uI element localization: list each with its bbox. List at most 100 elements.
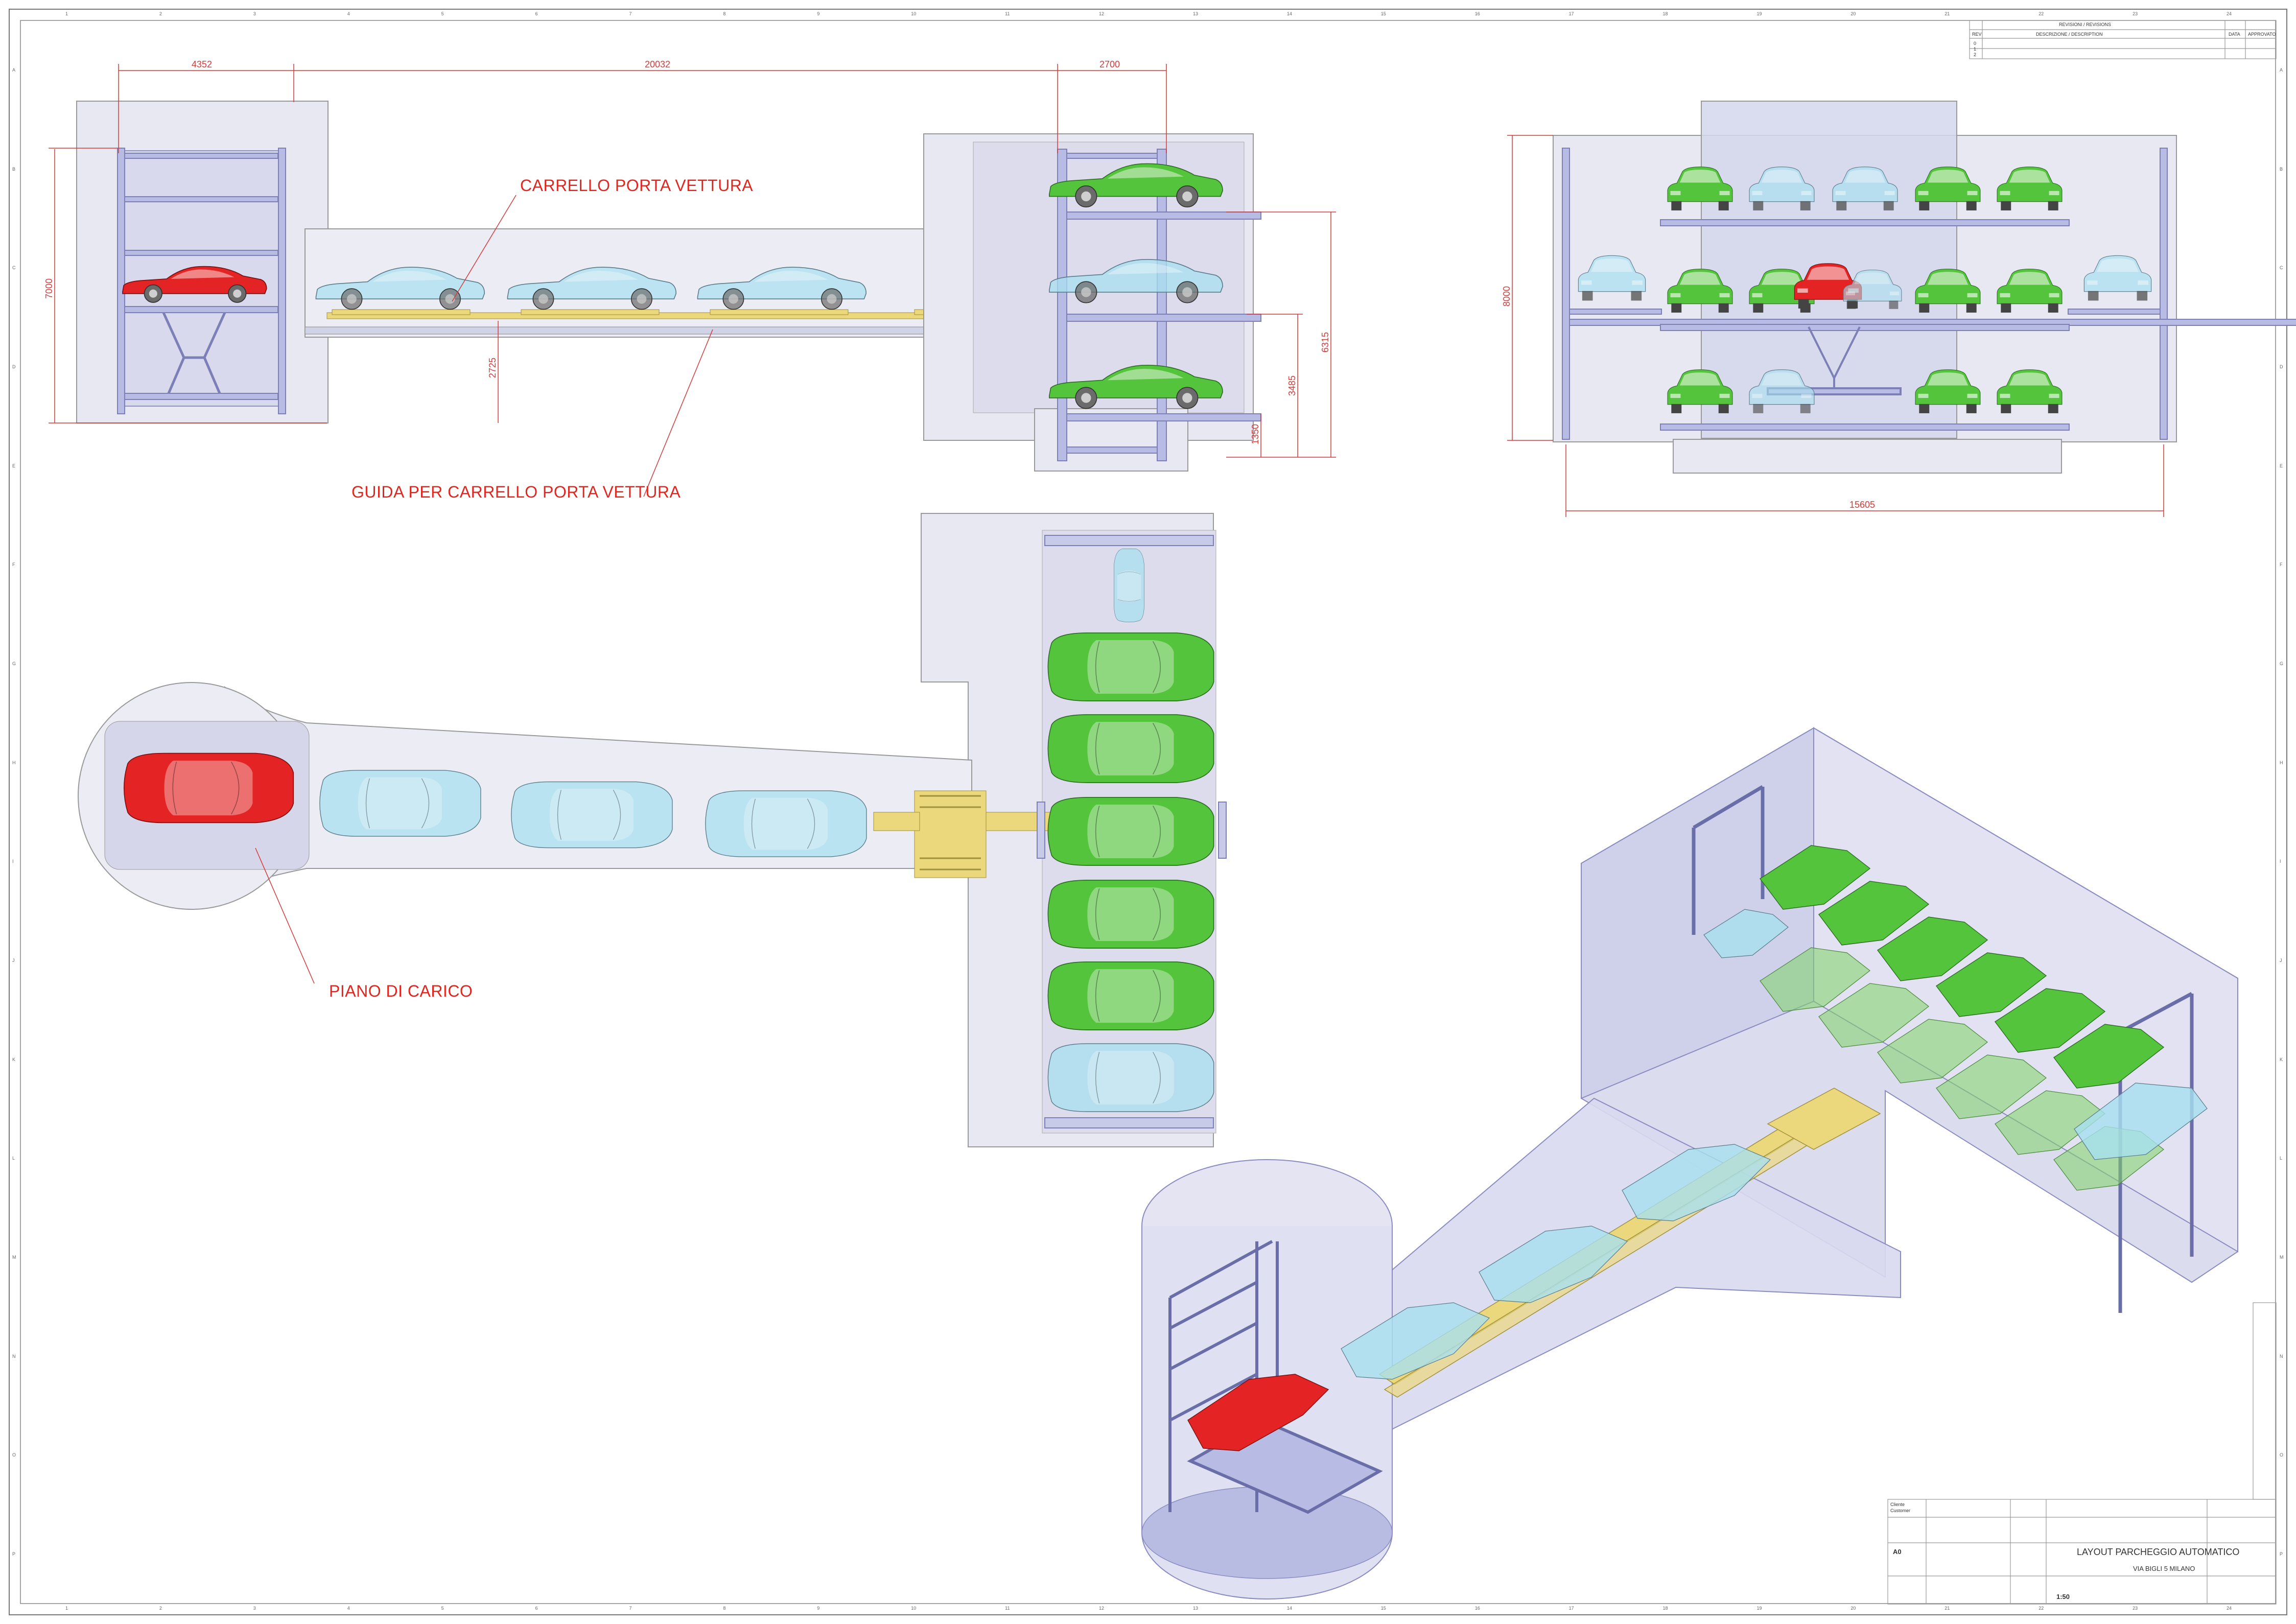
grid-row-P: P <box>12 1551 16 1557</box>
grid-row-O: O <box>12 1452 16 1458</box>
grid-column-12: 12 <box>1099 1606 1105 1611</box>
grid-row-F: F <box>12 562 15 568</box>
grid-column-22: 22 <box>2039 11 2044 16</box>
grid-row-D: D <box>2280 364 2283 369</box>
grid-column-13: 13 <box>1192 11 1198 16</box>
revision-col-approved: APPROVATO <box>2248 32 2276 37</box>
grid-column-7: 7 <box>629 11 632 16</box>
grid-row-O: O <box>2280 1452 2284 1458</box>
leader-carrello <box>452 195 517 302</box>
grid-column-16: 16 <box>1474 11 1480 16</box>
grid-column-15: 15 <box>1380 1606 1386 1611</box>
revision-col-desc: DESCRIZIONE / DESCRIPTION <box>2036 32 2103 37</box>
grid-column-19: 19 <box>1756 11 1762 16</box>
dim-top-mid: 20032 <box>645 59 670 69</box>
revision-col-date: DATA <box>2229 32 2240 37</box>
inner-border <box>20 20 2276 1604</box>
grid-column-21: 21 <box>1944 11 1950 16</box>
grid-row-G: G <box>2280 661 2284 666</box>
grid-column-4: 4 <box>347 11 350 16</box>
grid-column-5: 5 <box>441 11 444 16</box>
grid-row-H: H <box>12 760 16 765</box>
grid-column-9: 9 <box>817 1606 820 1611</box>
grid-column-23: 23 <box>2133 11 2138 16</box>
grid-column-3: 3 <box>253 1606 256 1611</box>
title-line-2: VIA BIGLI 5 MILANO <box>2133 1565 2195 1572</box>
grid-column-13: 13 <box>1192 1606 1198 1611</box>
grid-column-1: 1 <box>65 11 68 16</box>
grid-column-18: 18 <box>1662 1606 1668 1611</box>
grid-column-8: 8 <box>723 11 726 16</box>
grid-column-14: 14 <box>1286 11 1292 16</box>
revision-row-1: 1 <box>1974 46 1977 52</box>
title-scale: 1:50 <box>2056 1593 2070 1601</box>
grid-column-5: 5 <box>441 1606 444 1611</box>
grid-column-3: 3 <box>253 11 256 16</box>
dim-top-right: 2700 <box>1099 59 1120 69</box>
grid-column-7: 7 <box>629 1606 632 1611</box>
dim-height-left: 7000 <box>44 278 54 299</box>
grid-column-11: 11 <box>1005 1606 1010 1611</box>
revision-row-0: 0 <box>1974 41 1977 46</box>
plan-view <box>78 513 1227 1147</box>
grid-column-17: 17 <box>1568 11 1574 16</box>
title-client-label: Cliente <box>1890 1502 1905 1507</box>
revision-row-2: 2 <box>1974 52 1977 57</box>
grid-row-J: J <box>12 958 15 963</box>
dim-height-pit: 2725 <box>487 358 498 378</box>
leader-piano <box>255 848 315 984</box>
grid-column-22: 22 <box>2039 1606 2044 1611</box>
grid-column-10: 10 <box>911 1606 917 1611</box>
grid-column-24: 24 <box>2227 1606 2232 1611</box>
title-block-frame <box>1887 20 2277 1605</box>
grid-row-I: I <box>12 859 14 864</box>
label-piano-di-carico: PIANO DI CARICO <box>329 982 473 1000</box>
grid-column-20: 20 <box>1850 1606 1856 1611</box>
grid-column-24: 24 <box>2227 11 2232 16</box>
title-format: A0 <box>1893 1548 1902 1556</box>
grid-column-20: 20 <box>1850 11 1856 16</box>
grid-row-N: N <box>12 1353 16 1359</box>
grid-column-18: 18 <box>1662 11 1668 16</box>
grid-column-17: 17 <box>1568 1606 1574 1611</box>
grid-column-11: 11 <box>1005 11 1010 16</box>
grid-row-F: F <box>2280 562 2283 568</box>
grid-column-2: 2 <box>159 1606 162 1611</box>
grid-row-K: K <box>2280 1056 2283 1062</box>
isometric-view <box>1141 727 2238 1599</box>
dim-front-height: 8000 <box>1502 286 1512 307</box>
grid-column-16: 16 <box>1474 1606 1480 1611</box>
title-line-1: LAYOUT PARCHEGGIO AUTOMATICO <box>2077 1547 2240 1557</box>
side-section-view: 4352 20032 2700 7000 2725 6315 3485 1350 <box>44 59 1336 497</box>
grid-column-10: 10 <box>911 11 917 16</box>
grid-column-6: 6 <box>535 11 538 16</box>
grid-column-14: 14 <box>1286 1606 1292 1611</box>
outer-border <box>9 9 2287 1615</box>
label-guida-carrello: GUIDA PER CARRELLO PORTA VETTURA <box>352 483 681 501</box>
grid-row-C: C <box>2280 265 2283 271</box>
grid-row-H: H <box>2280 760 2283 765</box>
grid-row-N: N <box>2280 1353 2283 1359</box>
grid-row-E: E <box>12 463 16 468</box>
grid-row-D: D <box>12 364 16 369</box>
grid-row-B: B <box>12 166 16 172</box>
grid-column-4: 4 <box>347 1606 350 1611</box>
grid-column-21: 21 <box>1944 1606 1950 1611</box>
title-client-value: Customer <box>1890 1508 1911 1513</box>
grid-row-A: A <box>2280 67 2283 73</box>
grid-column-6: 6 <box>535 1606 538 1611</box>
revision-col-rev: REV <box>1972 32 1982 37</box>
revision-header: REVISIONI / REVISIONS <box>2059 22 2112 27</box>
dim-front-width: 15605 <box>1849 500 1875 510</box>
grid-column-19: 19 <box>1756 1606 1762 1611</box>
grid-column-9: 9 <box>817 11 820 16</box>
grid-column-1: 1 <box>65 1606 68 1611</box>
grid-row-A: A <box>12 67 16 73</box>
dim-right-1350: 1350 <box>1250 424 1260 444</box>
grid-column-23: 23 <box>2133 1606 2138 1611</box>
grid-row-C: C <box>12 265 16 271</box>
dim-top-left: 4352 <box>192 59 212 69</box>
grid-column-2: 2 <box>159 11 162 16</box>
dim-right-3485: 3485 <box>1287 375 1297 396</box>
